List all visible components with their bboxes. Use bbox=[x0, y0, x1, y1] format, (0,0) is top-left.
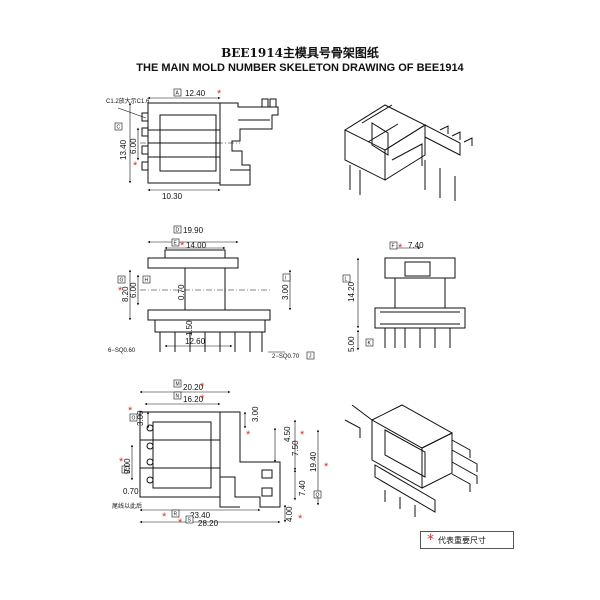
iso-view-top bbox=[343, 104, 473, 201]
important-mark: * bbox=[246, 429, 251, 441]
dim-side-740: 7.40 bbox=[408, 241, 424, 250]
important-mark: * bbox=[162, 511, 167, 523]
ref-o: O bbox=[132, 416, 136, 422]
dim-front-070: 0.70 bbox=[177, 284, 186, 300]
dim-bottom-1940: 19.40 bbox=[309, 451, 318, 472]
important-mark: * bbox=[217, 88, 222, 100]
ref-h: H bbox=[145, 278, 149, 284]
dim-top-width: 12.40 bbox=[185, 89, 206, 98]
important-mark-icon: * bbox=[427, 532, 434, 548]
important-mark: * bbox=[178, 517, 183, 529]
ref-c: C bbox=[117, 125, 121, 131]
dim-front-150: 1.50 bbox=[185, 320, 194, 336]
ref-n: N bbox=[176, 394, 180, 400]
side-view bbox=[356, 246, 466, 351]
dim-front-inner: 14.00 bbox=[186, 241, 207, 250]
dim-bottom-300a: 3.00 bbox=[136, 410, 145, 426]
dim-bottom-450: 4.50 bbox=[283, 426, 292, 442]
important-mark: * bbox=[324, 461, 329, 473]
ref-g: G bbox=[120, 278, 124, 284]
ref-f: F bbox=[392, 244, 395, 250]
bottom-view bbox=[130, 390, 320, 524]
dim-front-overall: 19.90 bbox=[183, 226, 204, 235]
dim-front-300: 3.00 bbox=[281, 284, 290, 300]
important-mark: * bbox=[298, 513, 303, 525]
dim-top-height: 13.40 bbox=[119, 139, 128, 160]
ref-i: I bbox=[285, 276, 286, 282]
important-mark: * bbox=[128, 405, 133, 417]
title-chinese: BEE1914主模具号骨架图纸 bbox=[221, 46, 379, 60]
iso-view-bottom bbox=[344, 404, 478, 517]
dim-front-pins-right: 2−SQ0.70 bbox=[272, 354, 300, 360]
important-mark: * bbox=[180, 240, 185, 252]
dim-bottom-300b: 3.00 bbox=[251, 406, 260, 422]
bottom-view-note: 尾线以此后 bbox=[112, 502, 142, 510]
ref-p: P bbox=[124, 468, 128, 474]
ref-l: L bbox=[345, 277, 348, 283]
top-view-note: C1.2放大示C1.6 bbox=[106, 97, 150, 105]
important-mark: * bbox=[300, 429, 305, 441]
important-mark: * bbox=[133, 160, 138, 172]
legend-box: * 代表重要尺寸 bbox=[420, 531, 514, 549]
dim-top-bottom-width: 10.30 bbox=[162, 192, 183, 201]
ref-d: D bbox=[176, 228, 180, 234]
dim-bottom-2340: 23.40 bbox=[190, 511, 211, 520]
dim-side-1420: 14.20 bbox=[347, 281, 356, 302]
dim-front-1260: 12.60 bbox=[185, 337, 206, 346]
dim-bottom-070: 0.70 bbox=[123, 487, 139, 496]
dim-bottom-750: 7.50 bbox=[291, 440, 300, 456]
dim-front-pins-left: 6−SQ0.60 bbox=[108, 348, 136, 354]
ref-m: M bbox=[176, 382, 180, 388]
dim-side-500: 5.00 bbox=[347, 336, 356, 352]
important-mark: * bbox=[119, 456, 124, 468]
dim-bottom-2820: 28.20 bbox=[198, 519, 219, 528]
dim-bottom-400: 4.00 bbox=[285, 506, 294, 522]
ref-s: S bbox=[188, 518, 192, 524]
ref-e: E bbox=[174, 241, 178, 247]
title-english: THE MAIN MOLD NUMBER SKELETON DRAWING OF… bbox=[136, 62, 464, 74]
important-mark: * bbox=[118, 285, 123, 297]
dim-bottom-900: 9.00 bbox=[123, 458, 132, 474]
dim-bottom-1620: 16.20 bbox=[183, 395, 204, 404]
important-mark: * bbox=[200, 381, 205, 393]
ref-a: A bbox=[176, 91, 180, 97]
dim-front-600: 6.00 bbox=[129, 282, 138, 298]
dim-bottom-740: 7.40 bbox=[298, 480, 307, 496]
front-view bbox=[128, 240, 292, 353]
legend-text: 代表重要尺寸 bbox=[438, 535, 486, 545]
ref-k: K bbox=[368, 341, 372, 347]
top-view bbox=[117, 96, 279, 192]
important-mark: * bbox=[398, 242, 403, 254]
dim-bottom-2020: 20.20 bbox=[183, 383, 204, 392]
ref-r: R bbox=[174, 512, 178, 518]
ref-q: Q bbox=[316, 493, 320, 499]
dim-front-820: 8.20 bbox=[121, 286, 130, 302]
dim-top-inner: 6.00 bbox=[129, 138, 138, 154]
ref-j: J bbox=[309, 354, 312, 360]
important-mark: * bbox=[200, 393, 205, 405]
